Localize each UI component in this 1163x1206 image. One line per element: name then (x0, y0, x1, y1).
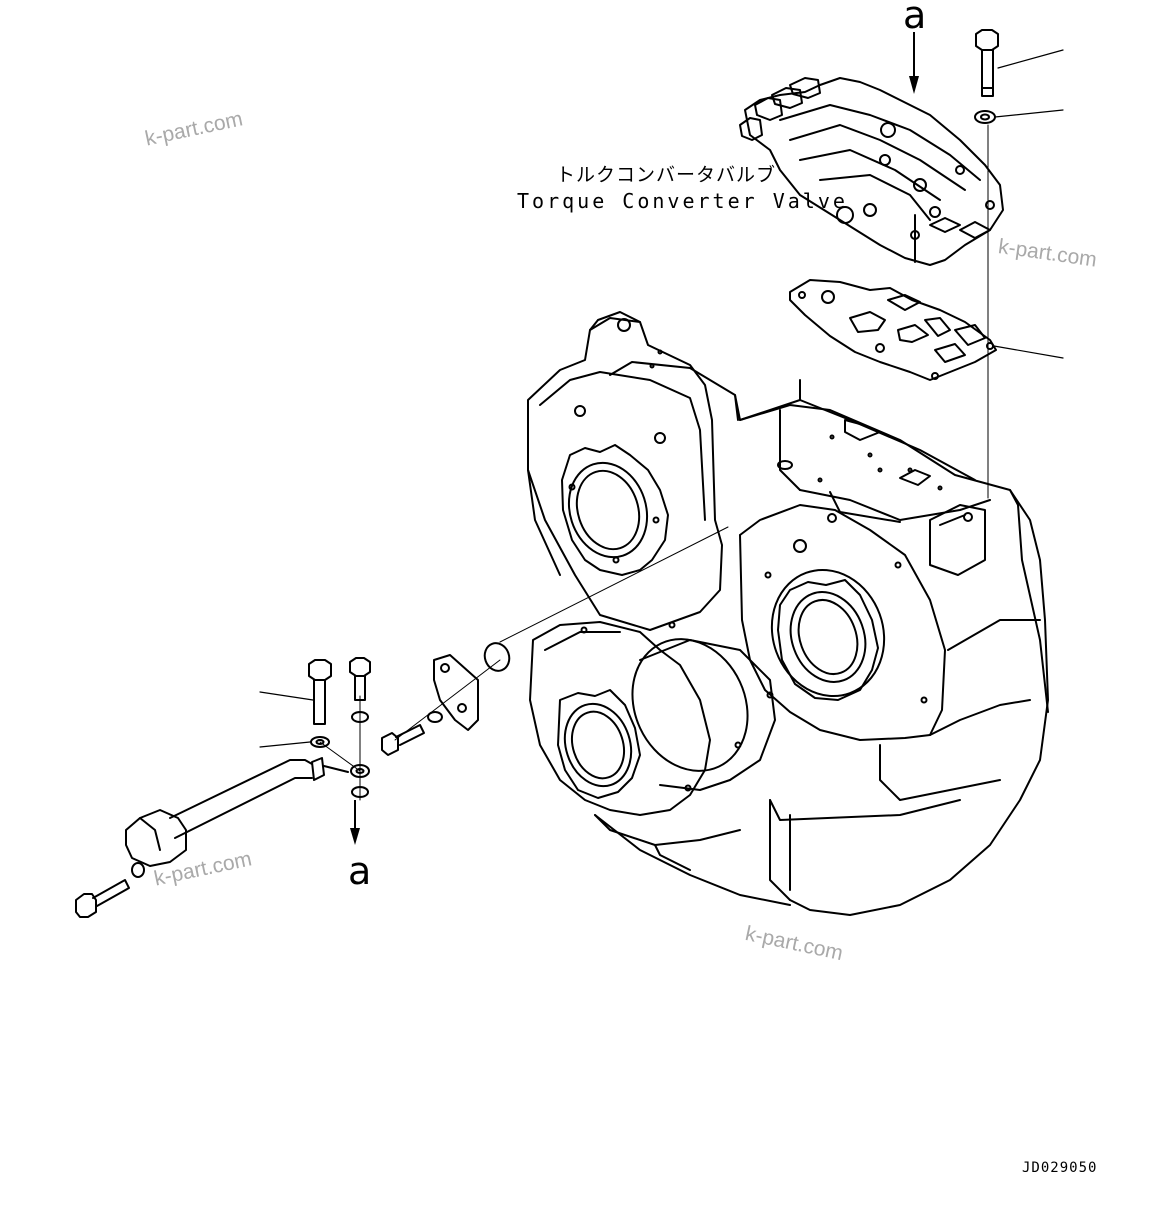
arrow-down-icon (350, 800, 360, 845)
gasket-drawing (789, 279, 997, 381)
arrow-down-icon (909, 32, 919, 94)
bolt-drawing (308, 659, 332, 725)
washer-drawing (310, 736, 330, 748)
flange-drawing (433, 654, 479, 731)
drawing-code: JD029050 (1022, 1160, 1098, 1176)
o-ring-drawing (483, 642, 511, 672)
view-marker-bottom: a (348, 849, 372, 893)
bolt-drawing (75, 879, 130, 918)
component-label-en: Torque Converter Valve (517, 189, 848, 213)
bolt-drawing (975, 29, 999, 97)
view-marker-top: a (903, 0, 927, 37)
component-label-jp: トルクコンバータバルブ (556, 164, 777, 186)
transmission-case-drawing (527, 311, 1049, 916)
torque-converter-valve-drawing (739, 77, 1004, 266)
bolt-drawing (349, 657, 371, 701)
tube-drawing (125, 757, 349, 867)
washer-drawing (974, 110, 996, 124)
bolt-drawing (381, 724, 425, 756)
